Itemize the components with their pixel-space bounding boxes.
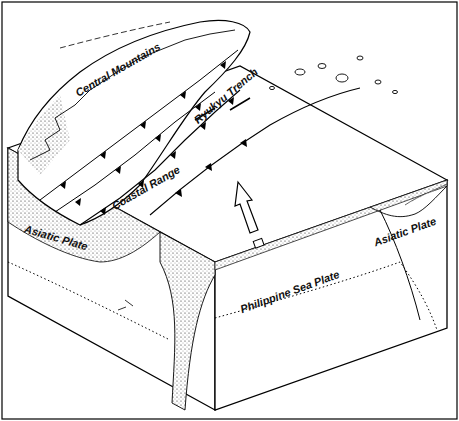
oceanic-crust bbox=[215, 180, 447, 270]
thrust-fault bbox=[40, 50, 238, 200]
wedge bbox=[405, 184, 447, 205]
plate-motion-arrow bbox=[235, 182, 258, 233]
trench-teeth bbox=[175, 139, 247, 197]
thrust-fault bbox=[55, 92, 215, 212]
trench-line bbox=[150, 88, 360, 215]
lithosphere-base bbox=[215, 262, 437, 330]
coastal-plain bbox=[18, 95, 70, 175]
islands bbox=[270, 56, 398, 94]
island bbox=[18, 20, 250, 225]
motion-arrow bbox=[118, 300, 133, 310]
reference-square bbox=[253, 238, 264, 248]
subducting-slab bbox=[160, 232, 215, 410]
ridge-line bbox=[30, 30, 235, 160]
lithosphere-base bbox=[8, 262, 170, 340]
